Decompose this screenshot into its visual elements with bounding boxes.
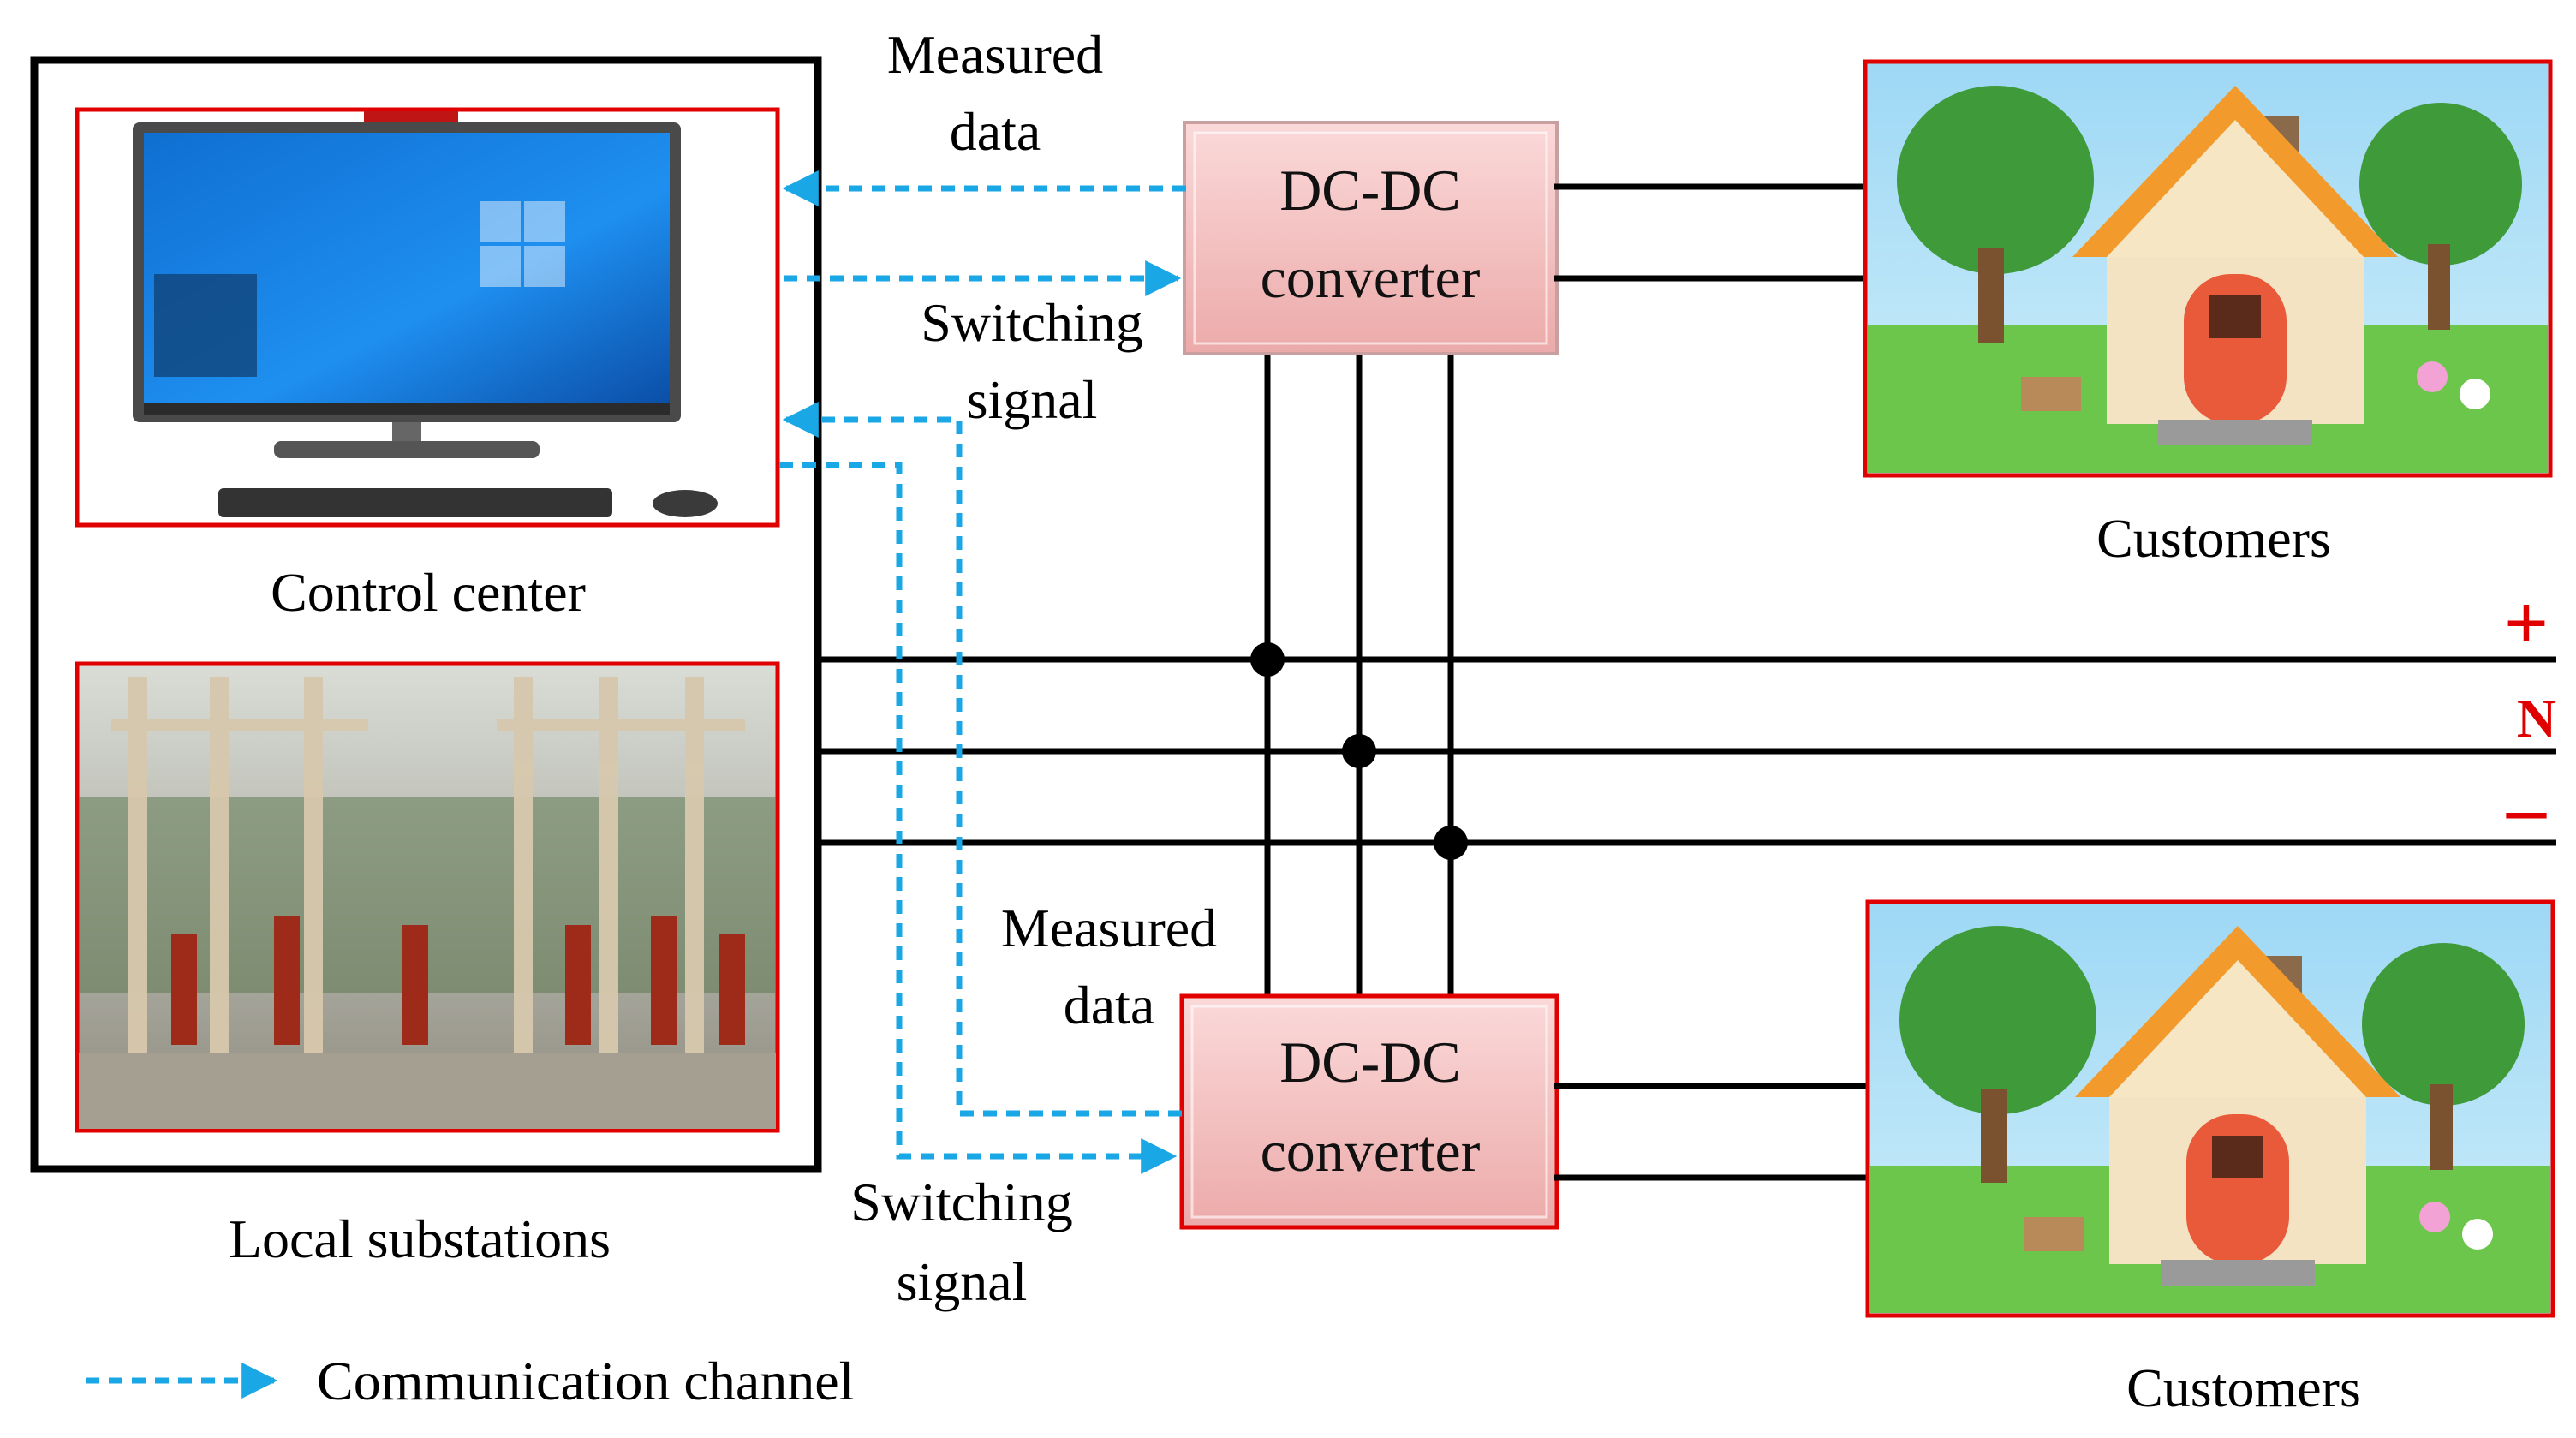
converter-top-line1: DC-DC: [1279, 158, 1461, 223]
rail-positive-label: +: [2504, 579, 2549, 666]
junction-negative: [1434, 826, 1468, 860]
measured-data-bottom-line1: Measured: [1001, 898, 1217, 958]
customers-bottom-label: Customers: [2126, 1357, 2361, 1418]
converter-top-line2: converter: [1261, 245, 1481, 310]
switching-signal-top-line1: Switching: [921, 292, 1143, 353]
converter-bottom-line2: converter: [1261, 1119, 1481, 1184]
dc-dc-converter-top: DC-DC converter: [1183, 121, 1559, 355]
customer-house-bottom: [1865, 899, 2555, 1318]
legend: Communication channel: [86, 1351, 854, 1411]
comm-switching-bottom: [779, 462, 1178, 1174]
switching-signal-bottom-line1: Switching: [850, 1172, 1073, 1232]
switching-signal-top-line2: signal: [967, 369, 1098, 430]
local-substation-frame: [30, 56, 822, 1173]
local-substations-label: Local substations: [229, 1208, 611, 1269]
measured-data-top-line1: Measured: [887, 24, 1103, 85]
control-center-label: Control center: [271, 562, 586, 623]
dc-dc-converter-bottom: DC-DC converter: [1179, 993, 1559, 1230]
control-center-panel: [75, 107, 780, 528]
rail-negative-label: –: [2506, 764, 2547, 851]
measured-data-bottom-line2: data: [1064, 975, 1155, 1035]
customer-house-top: [1863, 59, 2553, 478]
rail-neutral-label: N: [2517, 688, 2556, 749]
legend-label: Communication channel: [317, 1351, 854, 1411]
measured-data-top-line2: data: [950, 101, 1041, 162]
converter-bottom-line1: DC-DC: [1279, 1029, 1461, 1095]
computer-icon: [133, 111, 718, 517]
customers-top-label: Customers: [2096, 508, 2331, 569]
junction-positive: [1250, 642, 1285, 677]
junction-neutral: [1342, 734, 1376, 768]
comm-measured-bottom: [782, 402, 1182, 1117]
switching-signal-bottom-line2: signal: [897, 1251, 1028, 1312]
substation-photo: [75, 661, 780, 1133]
